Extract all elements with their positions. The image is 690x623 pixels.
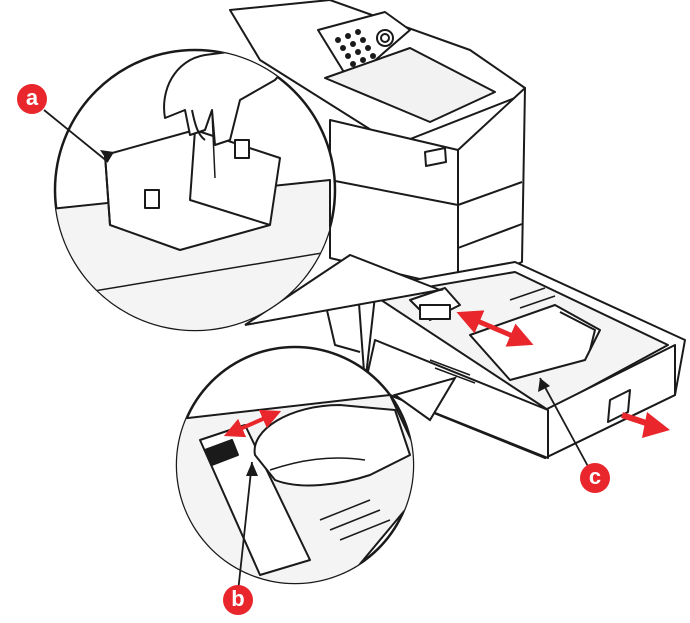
printer-side-panel	[457, 87, 526, 289]
callout-a: a	[17, 84, 47, 114]
printer-icon	[229, 0, 526, 353]
callout-leaders	[43, 109, 591, 593]
paper-tray-icon	[357, 261, 686, 459]
callout-c-label: c	[588, 463, 602, 489]
leader-line-c	[539, 377, 591, 471]
output-bin	[324, 47, 496, 123]
callout-c: c	[580, 463, 610, 493]
detail-view-bottom	[175, 345, 458, 585]
tray-left-wall	[364, 339, 549, 459]
keypad-icon	[335, 29, 376, 67]
guide-adjust-arrow	[456, 310, 534, 347]
leader-line-a	[43, 109, 109, 163]
leader-line-b	[237, 461, 253, 593]
pull-out-arrow	[621, 412, 670, 438]
callout-a-label: a	[25, 84, 39, 110]
hand-icon	[163, 50, 284, 179]
callout-b-label: b	[231, 585, 245, 611]
detail-view-top	[53, 48, 444, 332]
guide-adjust-arrow-closeup	[223, 409, 282, 438]
front-handle	[424, 147, 447, 167]
callout-b: b	[223, 585, 253, 615]
